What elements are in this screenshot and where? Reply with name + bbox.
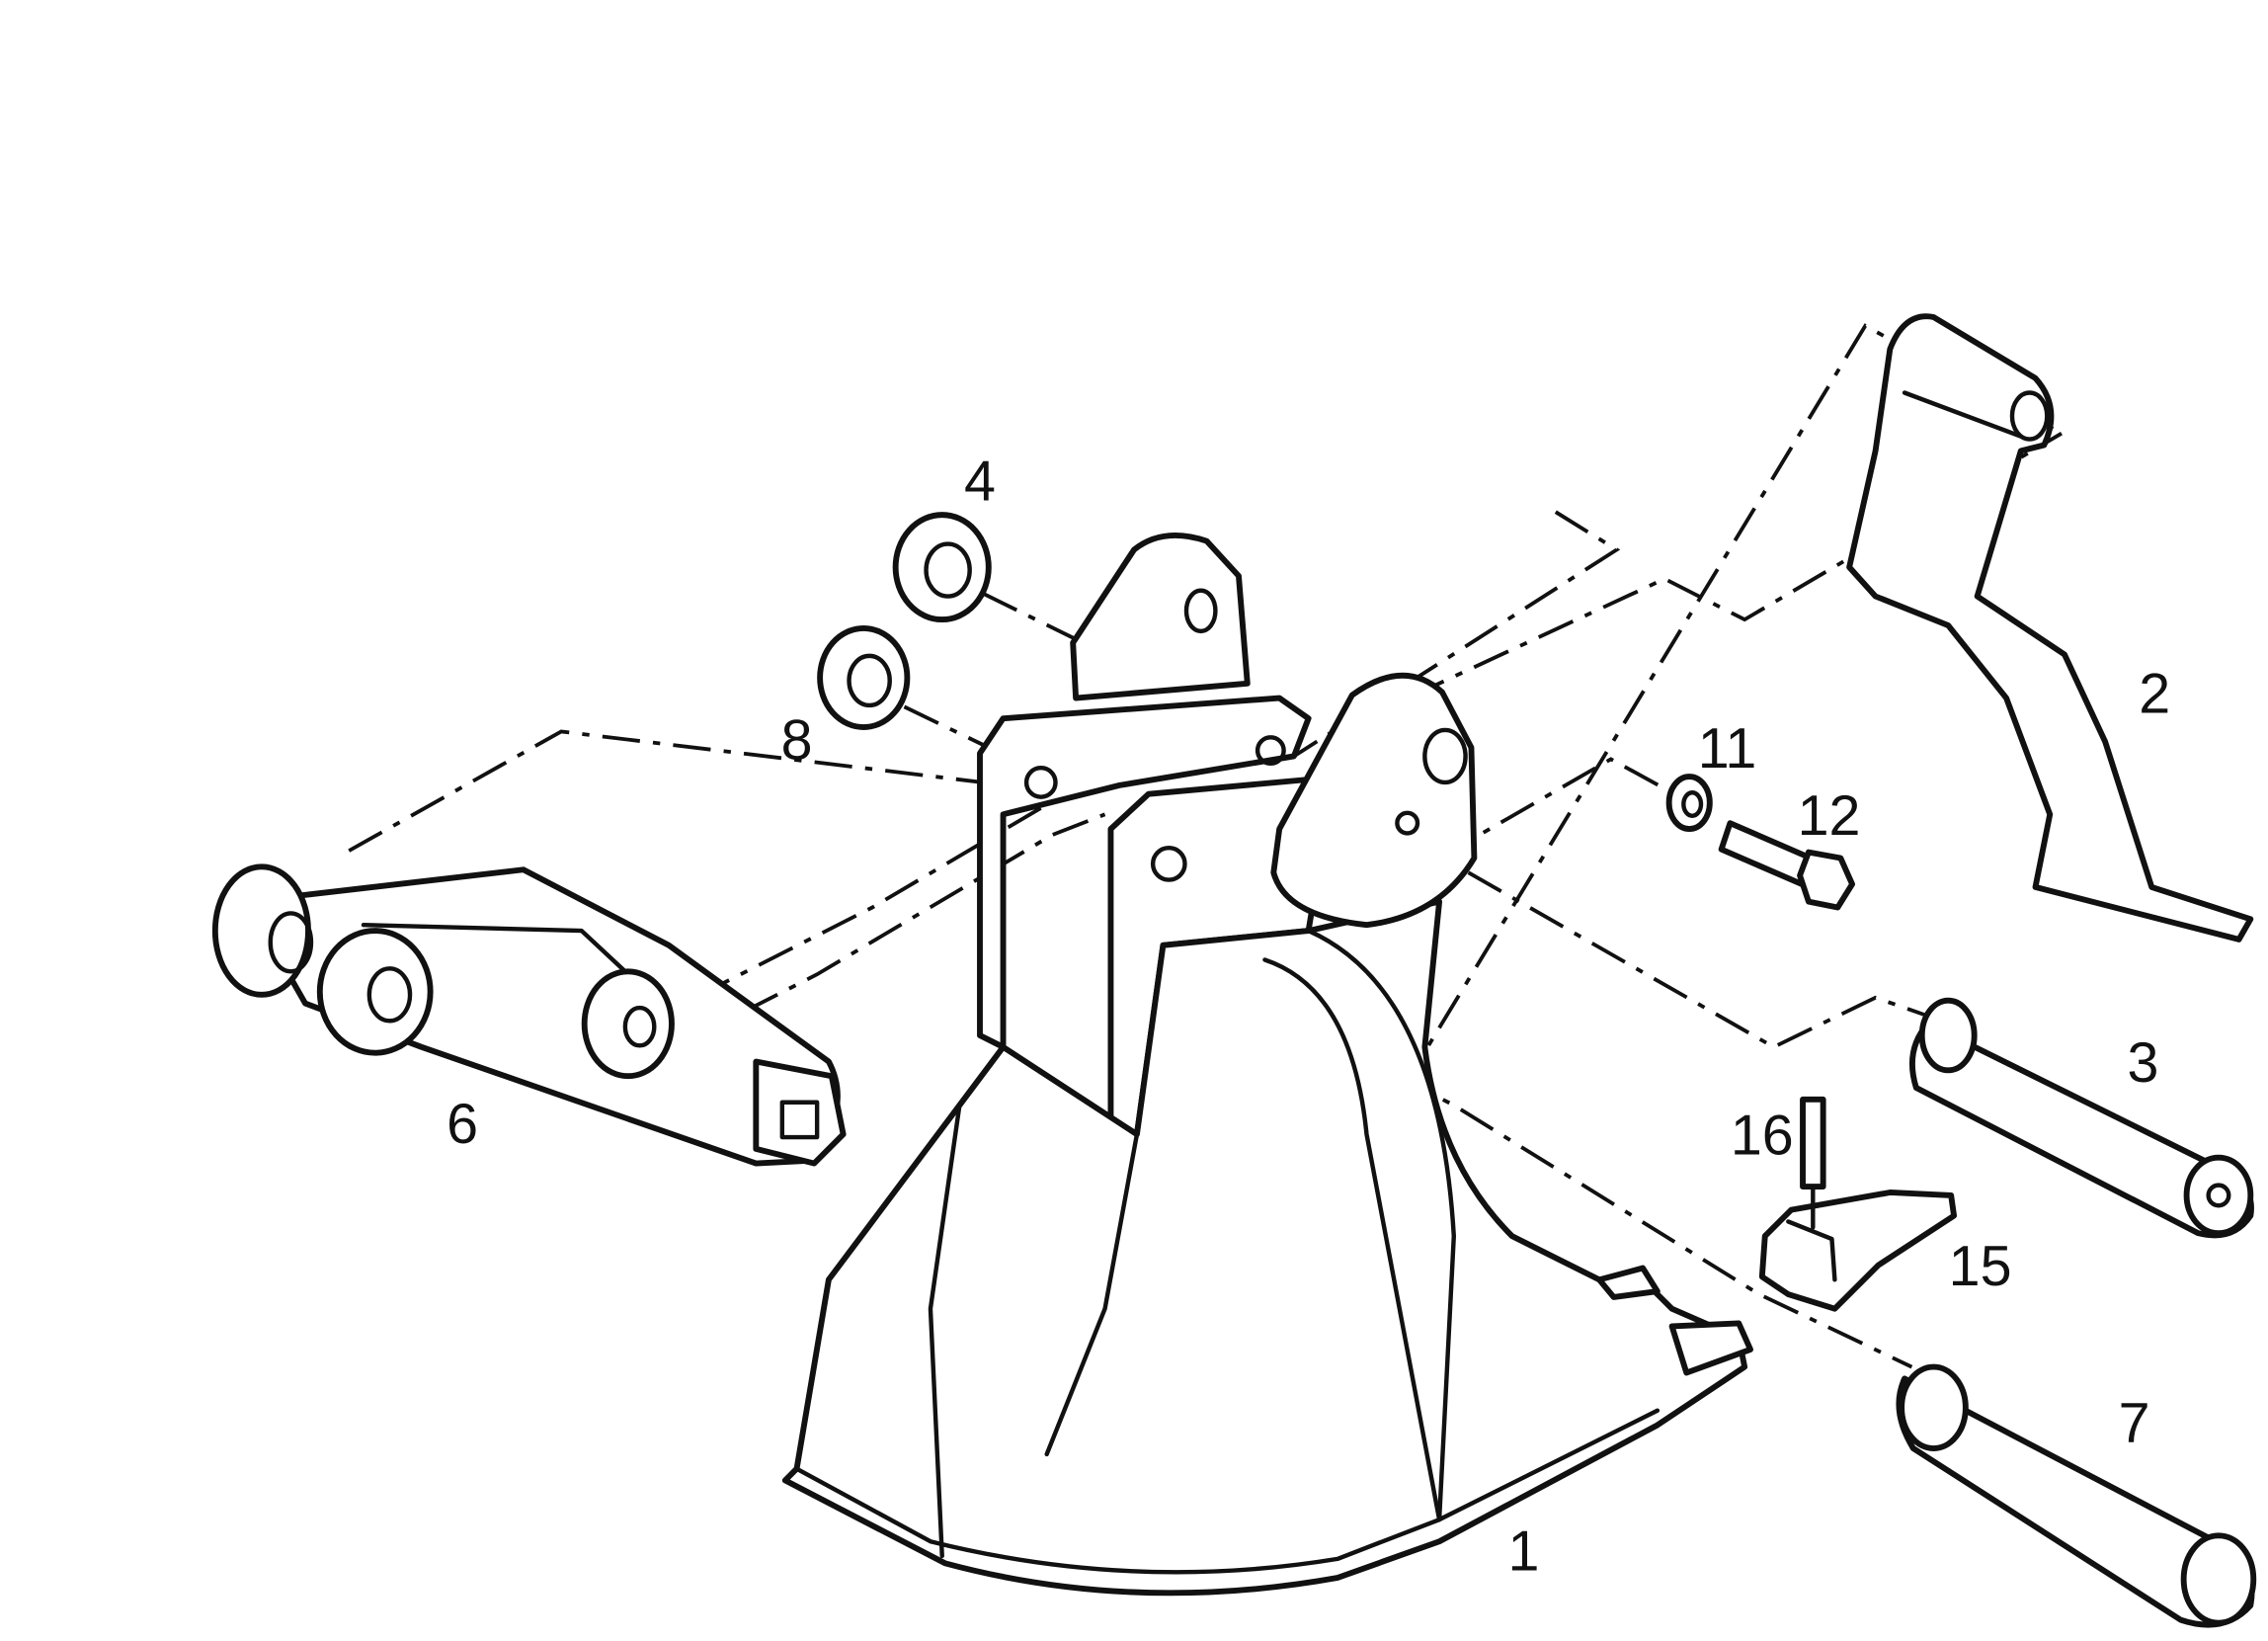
link-arm-part-6 [211, 863, 847, 1167]
tooth-part-15 [1758, 1190, 1958, 1312]
bucket-link-clevis-hole [1422, 727, 1468, 785]
bucket-tooth-right [1668, 1320, 1753, 1376]
link-arm-left-boss [211, 863, 311, 998]
bucket-part-1 [781, 533, 1753, 1597]
washer-part-8 [817, 624, 911, 730]
label-3: 3 [2127, 1031, 2158, 1095]
pin-7-end [2180, 1532, 2257, 1626]
label-2: 2 [2139, 662, 2170, 725]
washer-11-outer [1665, 774, 1713, 832]
pin-3-end-hole [2206, 1183, 2231, 1208]
pin-3-collar [1918, 997, 1978, 1074]
link-arm-right-boss [581, 968, 675, 1080]
washer-8-outer [817, 624, 911, 730]
bucket-side-curve-2 [1262, 957, 1442, 1522]
bucket-link-clevis [1270, 672, 1478, 929]
label-8: 8 [781, 708, 813, 772]
bucket-left-side-line [928, 1103, 962, 1559]
bolt-12-head [1797, 849, 1856, 911]
label-4: 4 [964, 450, 996, 513]
link-arm-right-boss-hole [622, 1005, 657, 1048]
tooth-15-body [1758, 1190, 1958, 1312]
tooth-15-edge [1786, 1219, 1837, 1282]
washer-4-outer [892, 512, 992, 623]
assembly-line-8 [903, 704, 990, 750]
label-16: 16 [1731, 1105, 1794, 1168]
washer-part-11 [1665, 774, 1713, 832]
bucket-rear-ear-hole [1183, 588, 1218, 634]
bucket-link-clevis-pin [1395, 810, 1420, 836]
link-arm-mid-boss-hole [366, 966, 413, 1024]
side-cutter-body [1846, 313, 2254, 943]
label-15: 15 [1949, 1235, 2012, 1298]
assembly-line-3 [1467, 870, 1935, 1049]
bucket-left-plate [977, 695, 1312, 1050]
assembly-line-4 [982, 591, 1085, 645]
washer-11-inner [1681, 790, 1704, 819]
bucket-cutting-edge [794, 1408, 1660, 1575]
callout-labels: 1 2 3 4 6 7 8 11 12 15 16 [446, 450, 2170, 1583]
bucket-right-pin-hole [1150, 845, 1187, 882]
label-12: 12 [1798, 784, 1861, 848]
bucket-tooth-left [1596, 1265, 1660, 1300]
bucket-rear-ear [1070, 533, 1251, 701]
assembly-line-11 [1438, 757, 1673, 861]
side-cutter-part-2 [1846, 313, 2254, 943]
washer-8-inner [847, 653, 892, 708]
link-arm-mid-boss [316, 928, 434, 1056]
label-11: 11 [1698, 717, 1757, 780]
side-cutter-hole [2009, 390, 2050, 442]
pin-part-16 [1800, 1096, 1826, 1230]
bucket-side-curve [1306, 928, 1457, 1522]
link-arm-end-block [753, 1058, 847, 1167]
link-arm-left-boss-hole [268, 911, 314, 974]
pin-part-7 [1896, 1363, 2257, 1628]
bucket-link-hole [1255, 735, 1286, 767]
label-7: 7 [2119, 1392, 2150, 1455]
pin-part-3 [1908, 997, 2254, 1239]
washer-4-inner [924, 541, 972, 599]
bucket-body [781, 898, 1748, 1597]
link-arm-square-end [779, 1100, 820, 1140]
link-arm-ridge [361, 922, 628, 974]
label-6: 6 [446, 1093, 478, 1156]
washer-part-4 [892, 512, 992, 623]
pin-3-end [2183, 1154, 2254, 1237]
assembly-line-2-mid [1292, 510, 1621, 759]
label-1: 1 [1507, 1520, 1539, 1584]
assembly-line-6-upper [348, 729, 1074, 1006]
side-cutter-edge-line [1902, 390, 2024, 439]
bolt-part-12 [1718, 820, 1856, 911]
pin-7-collar [1899, 1363, 1969, 1451]
pin-16-body [1800, 1096, 1826, 1190]
bucket-left-pin-hole [1023, 766, 1058, 799]
bucket-inner-line [1044, 1131, 1140, 1457]
